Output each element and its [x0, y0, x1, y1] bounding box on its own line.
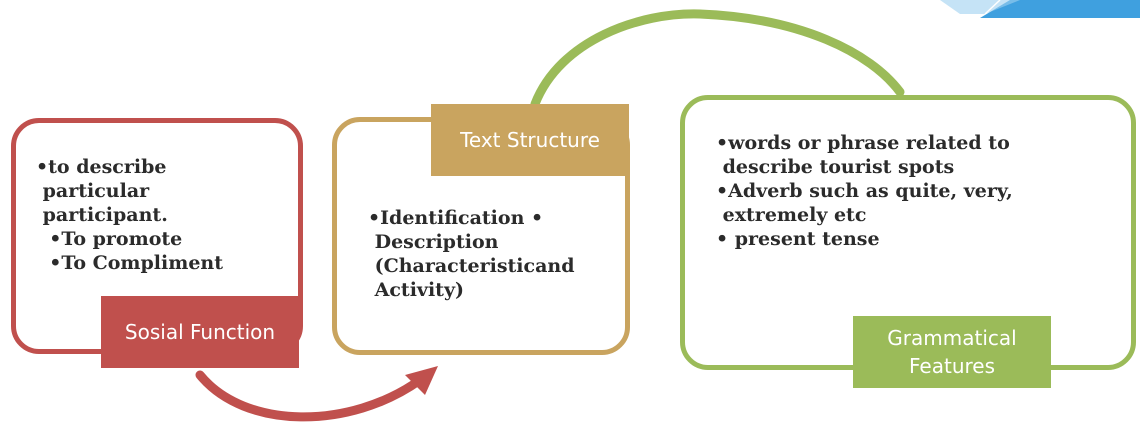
text-to-grammar-arrow	[530, 9, 905, 109]
grammar-line-1: •words or phrase related to	[716, 132, 1010, 154]
social-line-3: participant.	[36, 204, 168, 226]
grammar-label-line-2: Features	[909, 354, 995, 378]
grammatical-features-label: Grammatical Features	[853, 316, 1051, 388]
social-function-content: •to describe particular participant. •To…	[36, 155, 223, 275]
text-structure-content: •Identification • Description (Character…	[368, 206, 575, 302]
grammar-line-3: •Adverb such as quite, very,	[716, 180, 1013, 202]
social-line-4: •To promote	[36, 228, 183, 250]
grammar-label-line-1: Grammatical	[887, 326, 1017, 350]
grammar-line-2: describe tourist spots	[716, 156, 955, 178]
social-line-5: •To Compliment	[36, 252, 224, 274]
social-to-text-arrowhead	[405, 366, 438, 395]
text-line-4: Activity)	[368, 279, 464, 301]
text-structure-label: Text Structure	[431, 104, 629, 176]
social-function-label: Sosial Function	[101, 296, 299, 368]
text-line-1: •Identification •	[368, 207, 544, 229]
social-line-1: •to describe	[36, 156, 167, 178]
text-line-2: Description	[368, 231, 499, 253]
social-line-2: particular	[36, 180, 150, 202]
grammatical-features-content: •words or phrase related to describe tou…	[716, 131, 1013, 251]
social-to-text-arrow	[195, 370, 425, 422]
text-line-3: (Characteristicand	[368, 255, 575, 277]
corner-decoration	[940, 0, 1140, 18]
grammar-line-5: • present tense	[716, 228, 880, 250]
grammar-line-4: extremely etc	[716, 204, 867, 226]
